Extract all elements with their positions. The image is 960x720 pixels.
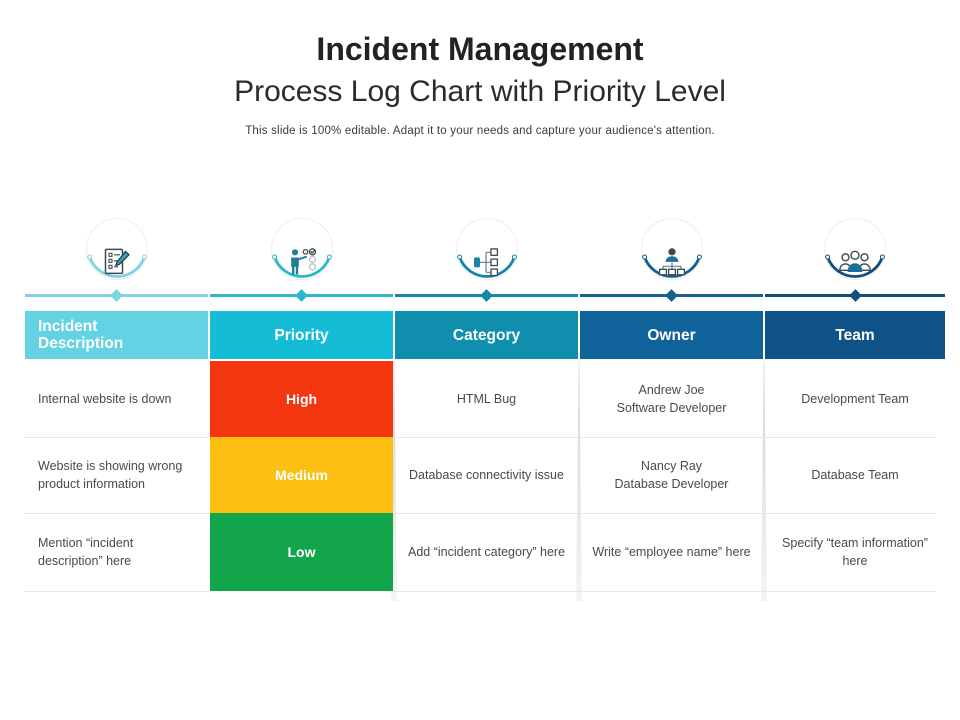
cell-category-text: Add “incident category” here bbox=[407, 545, 566, 559]
owner-person-orgchart-icon bbox=[655, 245, 689, 279]
column-header-owner[interactable]: Owner bbox=[580, 311, 763, 359]
connector-line-3 bbox=[580, 288, 763, 302]
icon-cell-0 bbox=[25, 218, 208, 308]
icon-cell-4 bbox=[765, 218, 945, 308]
priority-badge-high[interactable]: High bbox=[210, 361, 393, 437]
priority-label: Low bbox=[287, 544, 316, 560]
column-header-label: Team bbox=[835, 326, 875, 344]
connector-line-2 bbox=[395, 288, 578, 302]
row-divider bbox=[395, 513, 935, 514]
priority-label: High bbox=[285, 391, 318, 407]
cell-description: Website is showing wrong product informa… bbox=[25, 437, 208, 513]
connector-line-1 bbox=[210, 288, 393, 302]
cell-category-text: Database connectivity issue bbox=[409, 468, 564, 482]
cell-team: Development Team bbox=[765, 361, 945, 437]
presenter-person-checklist-icon bbox=[285, 245, 319, 279]
row-divider bbox=[25, 591, 208, 592]
column-header-team[interactable]: Team bbox=[765, 311, 945, 359]
icon-cell-3 bbox=[580, 218, 763, 308]
row-divider bbox=[395, 591, 935, 592]
cell-description-text: Internal website is down bbox=[38, 392, 172, 406]
category-hierarchy-icon bbox=[470, 245, 504, 279]
title-block: Incident Management Process Log Chart wi… bbox=[0, 28, 960, 137]
page-title-line1: Incident Management bbox=[316, 31, 644, 67]
page-title-line2: Process Log Chart with Priority Level bbox=[234, 75, 726, 108]
row-divider bbox=[25, 513, 208, 514]
page-subtitle: This slide is 100% editable. Adapt it to… bbox=[245, 125, 715, 137]
column-header-category[interactable]: Category bbox=[395, 311, 578, 359]
cell-team: Specify “team information” here bbox=[765, 513, 945, 591]
priority-badge-medium[interactable]: Medium bbox=[210, 437, 393, 513]
priority-badge-low[interactable]: Low bbox=[210, 513, 393, 591]
column-header-label: Owner bbox=[647, 326, 696, 344]
cell-team-text: Database Team bbox=[811, 468, 899, 482]
cell-team-text: Development Team bbox=[801, 392, 909, 406]
row-divider bbox=[25, 437, 208, 438]
cell-owner: Write “employee name” here bbox=[580, 513, 763, 591]
icon-row bbox=[25, 218, 945, 308]
column-header-priority[interactable]: Priority bbox=[210, 311, 393, 359]
cell-description: Internal website is down bbox=[25, 361, 208, 437]
row-divider bbox=[395, 437, 935, 438]
cell-category: HTML Bug bbox=[395, 361, 578, 437]
connector-diamond-marker bbox=[110, 288, 123, 302]
cell-category: Add “incident category” here bbox=[395, 513, 578, 591]
cell-category: Database connectivity issue bbox=[395, 437, 578, 513]
cell-team: Database Team bbox=[765, 437, 945, 513]
clipboard-checklist-pencil-icon bbox=[100, 245, 134, 279]
connector-diamond-marker bbox=[295, 288, 308, 302]
icon-cell-2 bbox=[395, 218, 578, 308]
column-header-label: Category bbox=[452, 326, 521, 344]
connector-line-0 bbox=[25, 288, 208, 302]
connector-diamond-marker bbox=[848, 288, 862, 302]
cell-category-text: HTML Bug bbox=[456, 392, 517, 406]
cell-description-text: Mention “incident description” here bbox=[38, 536, 134, 568]
cell-description-text: Website is showing wrong product informa… bbox=[38, 459, 183, 491]
connector-diamond-marker bbox=[480, 288, 493, 302]
connector-diamond-marker bbox=[665, 288, 678, 302]
icon-cell-1 bbox=[210, 218, 393, 308]
cell-description: Mention “incident description” here bbox=[25, 513, 208, 591]
column-header-label: Priority bbox=[274, 326, 329, 344]
priority-label: Medium bbox=[275, 467, 328, 483]
cell-owner-text: Write “employee name” here bbox=[592, 545, 751, 559]
connector-line-4 bbox=[765, 288, 945, 302]
cell-team-text: Specify “team information” here bbox=[782, 536, 928, 568]
team-group-people-icon bbox=[838, 245, 872, 279]
